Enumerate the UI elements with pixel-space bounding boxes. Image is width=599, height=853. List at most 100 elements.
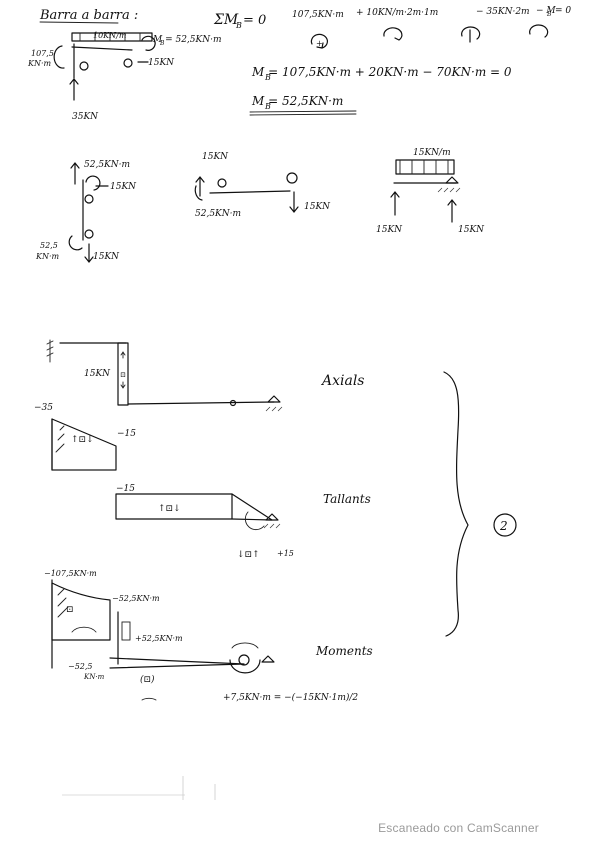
moment-value-5: KN·m bbox=[83, 673, 105, 681]
svg-text:⊡: ⊡ bbox=[66, 605, 74, 615]
sum-moment-eq: = 0 bbox=[243, 13, 266, 28]
moment-value-1: −107,5KN·m bbox=[44, 569, 97, 578]
moment-left: 107,5 bbox=[31, 49, 54, 58]
eq1-term-2: + 10KN/m·2m·1m bbox=[356, 8, 438, 18]
mb-sub: B bbox=[159, 40, 165, 47]
page-number: 2 bbox=[499, 519, 508, 533]
fig4-load: 15KN/m bbox=[413, 148, 451, 158]
moment-arrow-icon bbox=[141, 35, 156, 51]
arrow-up-icon bbox=[195, 176, 205, 183]
arrow-up-icon bbox=[390, 191, 400, 198]
eq3-text: M = 52,5KN·m bbox=[251, 94, 343, 108]
svg-text:↓⊡↑: ↓⊡↑ bbox=[237, 550, 260, 560]
moment-arrow-icon bbox=[53, 45, 65, 69]
moment-arrow-icon bbox=[85, 175, 101, 191]
moment-bottom-eq: +7,5KN·m = −(−15KN·1m)/2 bbox=[223, 692, 358, 703]
node-c bbox=[84, 229, 94, 239]
svg-text:↑⊡↓: ↑⊡↓ bbox=[71, 435, 94, 445]
eq1-term-3: − 35KN·2m bbox=[476, 7, 530, 17]
shear-value-2: −15 bbox=[117, 429, 136, 439]
moment-value-4: −52,5 bbox=[68, 662, 93, 671]
eq1-sub: B bbox=[546, 11, 552, 18]
plus-sign-icon: + bbox=[316, 39, 323, 48]
shear-label: Tallants bbox=[323, 492, 371, 506]
pin-support-icon bbox=[267, 395, 281, 403]
fig2-moment-bottom-unit: KN·m bbox=[35, 252, 60, 261]
eq1-term-1: 107,5KN·m bbox=[292, 10, 344, 20]
moment-area-column bbox=[51, 582, 111, 641]
load-label: 10KN/m bbox=[93, 31, 127, 40]
fig2-moment-top: 52,5KN·m bbox=[84, 160, 130, 170]
eq3-sub: B bbox=[264, 102, 271, 111]
brace-icon bbox=[443, 371, 469, 637]
moment-arrow-icon bbox=[68, 235, 83, 251]
fig2-moment-bottom: 52,5 bbox=[40, 241, 58, 250]
moment-arrow-icon bbox=[383, 27, 403, 41]
fig4-force-left: 15KN bbox=[376, 225, 403, 235]
fig3-moment: 52,5KN·m bbox=[195, 209, 241, 219]
ccw-positive-arrow-icon bbox=[310, 33, 328, 49]
fixed-support-icon bbox=[46, 339, 54, 363]
figure-beam-cd: 15KN 52,5KN·m 15KN bbox=[194, 152, 331, 219]
figure-column-bc: 52,5KN·m 15KN 52,5 KN·m 15KN bbox=[35, 160, 137, 263]
moment-diagram: −107,5KN·m ⊡ −52,5KN·m +52,5KN·m −52,5 K… bbox=[44, 569, 373, 703]
axial-label: Axials bbox=[320, 373, 365, 389]
camscanner-watermark: Escaneado con CamScanner bbox=[378, 821, 539, 835]
force-right: 15KN bbox=[148, 58, 175, 68]
beam-line bbox=[209, 190, 291, 194]
eq1-term-5: = 0 bbox=[555, 6, 571, 16]
arrow-up-icon bbox=[447, 199, 457, 206]
node-c bbox=[217, 178, 227, 188]
fig2-force-top: 15KN bbox=[110, 182, 137, 192]
shear-bar bbox=[115, 493, 233, 520]
moment-value-3: +52,5KN·m bbox=[135, 634, 183, 643]
moment-value-2: −52,5KN·m bbox=[112, 594, 160, 603]
node-b bbox=[84, 194, 94, 204]
node-d bbox=[286, 172, 298, 184]
pin-support-icon bbox=[261, 655, 275, 663]
moment-label: Moments bbox=[315, 644, 373, 658]
svg-text:(⊡): (⊡) bbox=[140, 674, 155, 685]
moment-arrow-icon bbox=[529, 24, 549, 38]
node-a bbox=[79, 61, 89, 71]
moment-arrow-icon bbox=[461, 26, 481, 40]
result-underline bbox=[249, 110, 357, 113]
arrow-down-icon bbox=[289, 206, 299, 213]
fig3-force-down: 15KN bbox=[304, 202, 331, 212]
pin-support-icon bbox=[445, 176, 459, 184]
pin-support-icon bbox=[265, 513, 279, 521]
eq1-term-4: − M bbox=[536, 6, 556, 16]
shear-value-1: −35 bbox=[34, 403, 53, 413]
fig3-force-up: 15KN bbox=[202, 152, 229, 162]
eq2-sub: B bbox=[264, 73, 271, 82]
shear-diagram: −35 ↑⊡↓ −15 −15 ↑⊡↓ ↓⊡↑ +15 Tallants bbox=[34, 403, 371, 560]
moment-left-unit: KN·m bbox=[27, 59, 52, 68]
reaction-label: 35KN bbox=[72, 112, 99, 122]
fig4-force-right: 15KN bbox=[458, 225, 485, 235]
sum-moment-sub: B bbox=[235, 21, 242, 30]
node-b bbox=[123, 58, 133, 68]
figure-bar-free-body: 107,5 KN·m 10KN/m M = 52,5KN·m B 15KN 35… bbox=[27, 31, 222, 122]
svg-text:⊡: ⊡ bbox=[120, 371, 126, 379]
axial-bar bbox=[117, 342, 129, 406]
distributed-load-box bbox=[395, 159, 455, 175]
title-underline bbox=[39, 21, 119, 24]
fig2-force-bottom: 15KN bbox=[93, 252, 120, 262]
eq2-text: M = 107,5KN·m + 20KN·m − 70KN·m = 0 bbox=[251, 65, 512, 79]
sum-moment: ΣM bbox=[213, 12, 239, 28]
shear-value-3: −15 bbox=[116, 484, 135, 494]
arrow-up-icon bbox=[70, 162, 80, 169]
axial-value: 15KN bbox=[84, 369, 111, 379]
moment-arrow-icon bbox=[194, 185, 203, 201]
arrow-down-icon bbox=[84, 256, 94, 263]
page-number-circle bbox=[493, 513, 517, 537]
result-underline bbox=[249, 113, 357, 116]
mb-label: M = 52,5KN·m bbox=[152, 35, 222, 45]
header-title: Barra a barra : bbox=[39, 8, 138, 23]
axial-diagram: ⊡ 15KN Axials bbox=[46, 339, 365, 412]
svg-text:↑⊡↓: ↑⊡↓ bbox=[158, 504, 181, 514]
shear-value-4: +15 bbox=[277, 549, 294, 558]
beam-line bbox=[71, 46, 133, 51]
